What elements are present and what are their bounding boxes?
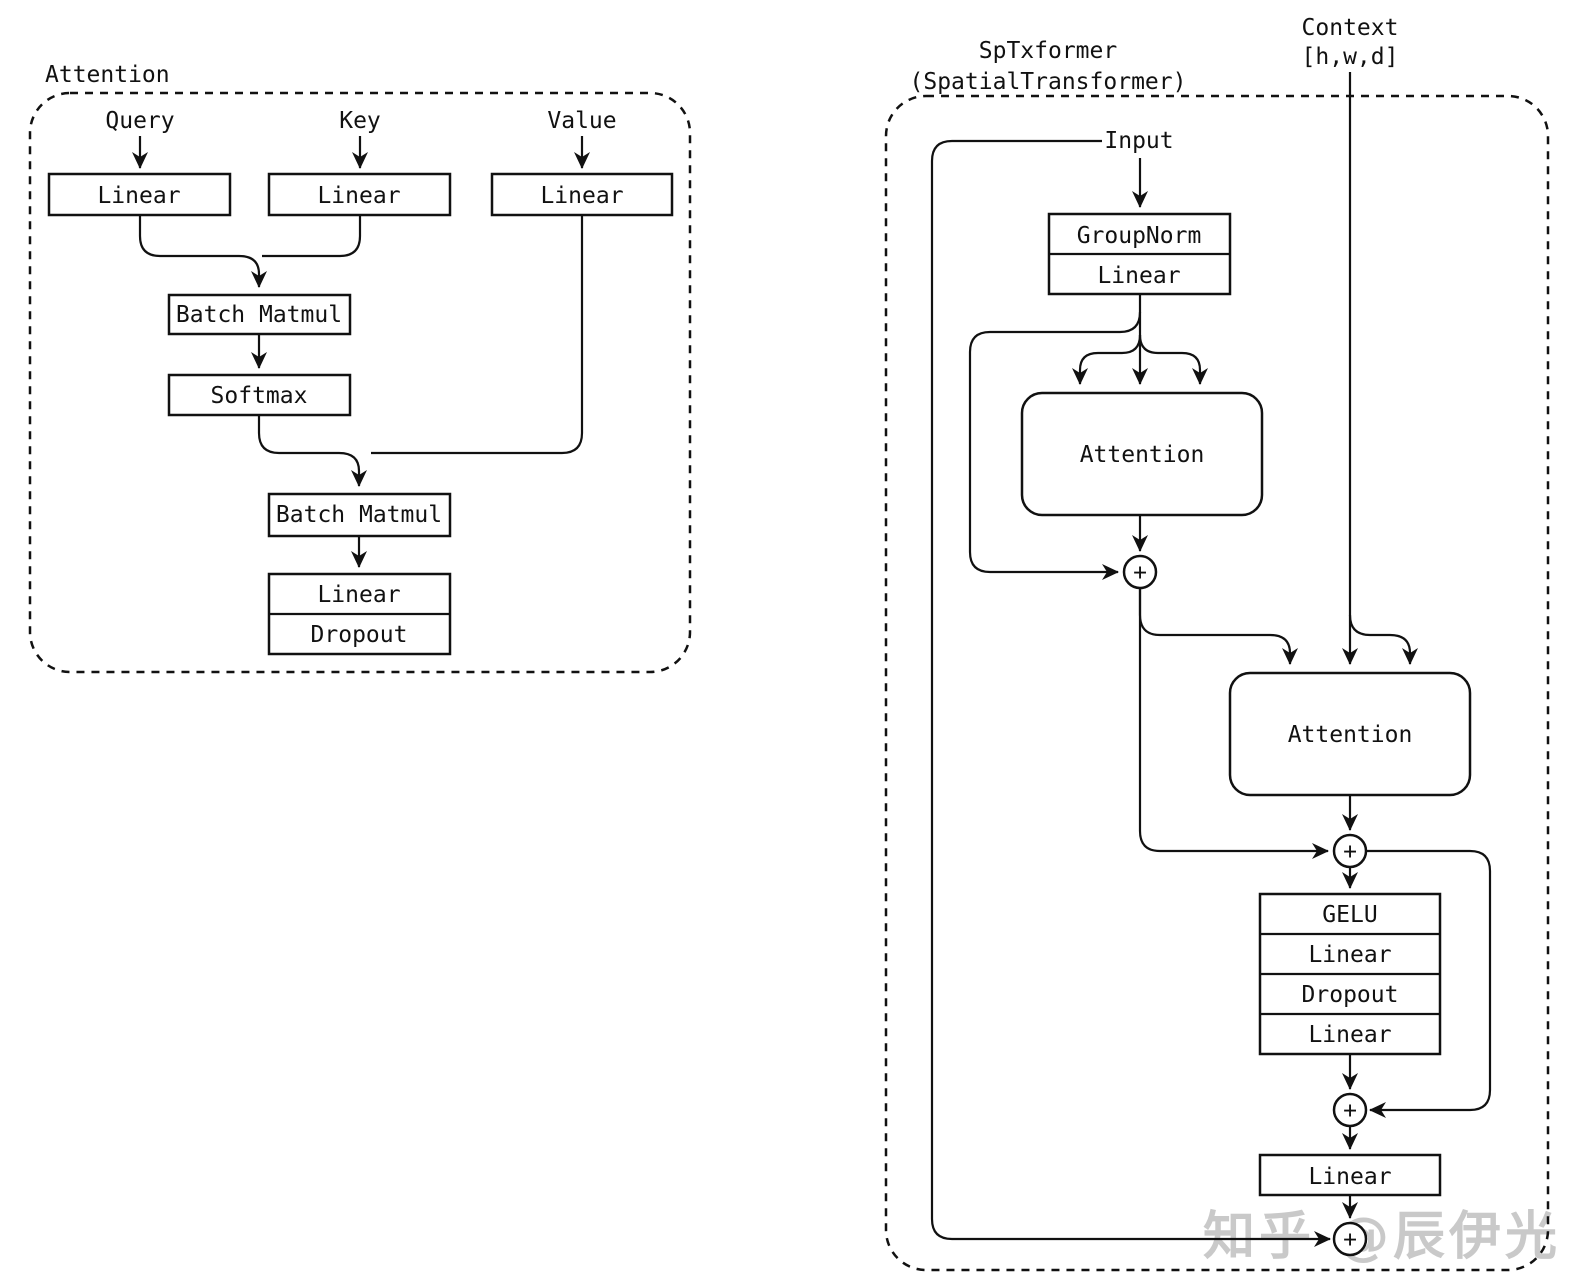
plus-junction-4 [1332, 1221, 1368, 1257]
query-merge-wire [138, 215, 267, 288]
key-merge-wire [262, 215, 362, 258]
sptxformer-output-linear-label: Linear [1308, 1164, 1391, 1190]
output-linear-label: Linear [317, 582, 400, 608]
value-merge-wire [371, 215, 584, 455]
query-linear-box [47, 172, 232, 217]
self-attention-box [1020, 391, 1264, 517]
batch-matmul-1-label: Batch Matmul [176, 302, 342, 328]
attention-detail-title: Attention [45, 62, 170, 88]
batch-matmul-2-label: Batch Matmul [276, 502, 442, 528]
mlp-gelu-label: GELU [1322, 902, 1377, 928]
plus1-crossattn-wire [1138, 588, 1298, 665]
key-label: Key [339, 108, 381, 134]
plus1-plus2-residual-wire [1138, 588, 1329, 859]
context-label-line2: [h,w,d] [1302, 44, 1399, 70]
context-branch-wire [1348, 614, 1418, 665]
output-linear-box [1258, 1153, 1442, 1197]
key-linear-box [267, 172, 452, 217]
batch-matmul-1-box [167, 293, 352, 336]
self-attn-qkv-right-wire [1138, 334, 1208, 385]
cross-attention-label: Attention [1288, 722, 1413, 748]
output-dropout-label: Dropout [311, 622, 408, 648]
sptxformer-container [884, 94, 1550, 1272]
plus-junction-3-symbol: + [1343, 1098, 1357, 1124]
plus-junction-2-symbol: + [1343, 839, 1357, 865]
value-linear-label: Linear [540, 183, 623, 209]
attention-detail-diagram: Attention Query Key Value Linear Linear … [28, 62, 692, 674]
plus-junction-1-symbol: + [1133, 560, 1147, 586]
context-label-line1: Context [1302, 15, 1399, 41]
input-label: Input [1104, 128, 1173, 154]
sptxformer-diagram: 知乎 @辰伊光 SpTxformer (SpatialTransformer) … [884, 15, 1561, 1272]
sptxformer-title-line2: (SpatialTransformer) [910, 69, 1187, 95]
softmax-merge-wire [257, 415, 367, 487]
attention-detail-container [28, 91, 692, 674]
watermark: 知乎 @辰伊光 [1203, 1207, 1561, 1267]
input-residual-wire [930, 139, 1331, 1247]
self-attn-qkv-left-wire [1072, 334, 1142, 385]
norm-linear-label: Linear [1097, 263, 1180, 289]
mlp-dropout-label: Dropout [1302, 982, 1399, 1008]
self-attention-label: Attention [1080, 442, 1205, 468]
norm-residual-wire [968, 311, 1142, 580]
groupnorm-label: GroupNorm [1077, 223, 1202, 249]
value-label: Value [547, 108, 616, 134]
query-label: Query [105, 108, 174, 134]
key-linear-label: Linear [317, 183, 400, 209]
mlp-linear1-label: Linear [1308, 942, 1391, 968]
query-linear-label: Linear [97, 183, 180, 209]
sptxformer-title-line1: SpTxformer [979, 38, 1117, 64]
plus2-plus3-residual-wire [1366, 849, 1492, 1118]
softmax-label: Softmax [211, 383, 308, 409]
plus-junction-4-symbol: + [1343, 1227, 1357, 1253]
mlp-linear2-label: Linear [1308, 1022, 1391, 1048]
